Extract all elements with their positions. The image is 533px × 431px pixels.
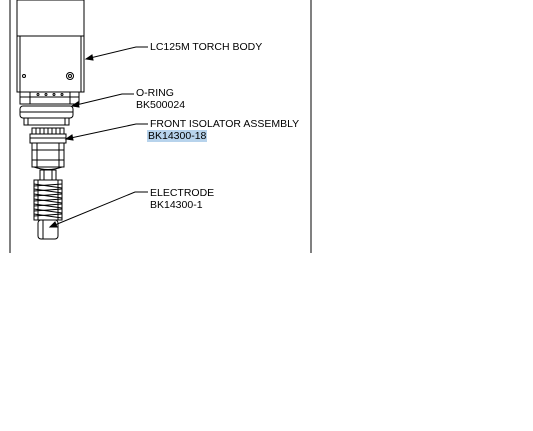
torch-body-arrowhead [84,54,94,61]
o-ring-arrowhead [70,101,80,108]
front-isolator-arrowhead [64,134,74,141]
electrode-drawing [33,169,63,240]
leader-lines [48,46,148,228]
electrode-leader [49,191,148,228]
front-isolator-label: FRONT ISOLATOR ASSEMBLY [150,118,300,130]
torch-body-label: LC125M TORCH BODY [150,41,263,53]
electrode-arrowhead [48,221,58,228]
electrode-label: ELECTRODE [150,187,215,199]
o-ring-leader [71,93,134,107]
o-ring-drawing [19,105,74,126]
front-isolator-leader [65,123,148,140]
o-ring-part-number: BK500024 [136,99,186,111]
o-ring-label: O-RING [136,87,174,99]
front-isolator-drawing [29,127,67,170]
front-isolator-part-number[interactable]: BK14300-18 [147,130,208,142]
electrode-part-number: BK14300-1 [150,199,203,211]
torch-body-drawing [16,0,85,105]
torch-body-leader [85,46,148,60]
